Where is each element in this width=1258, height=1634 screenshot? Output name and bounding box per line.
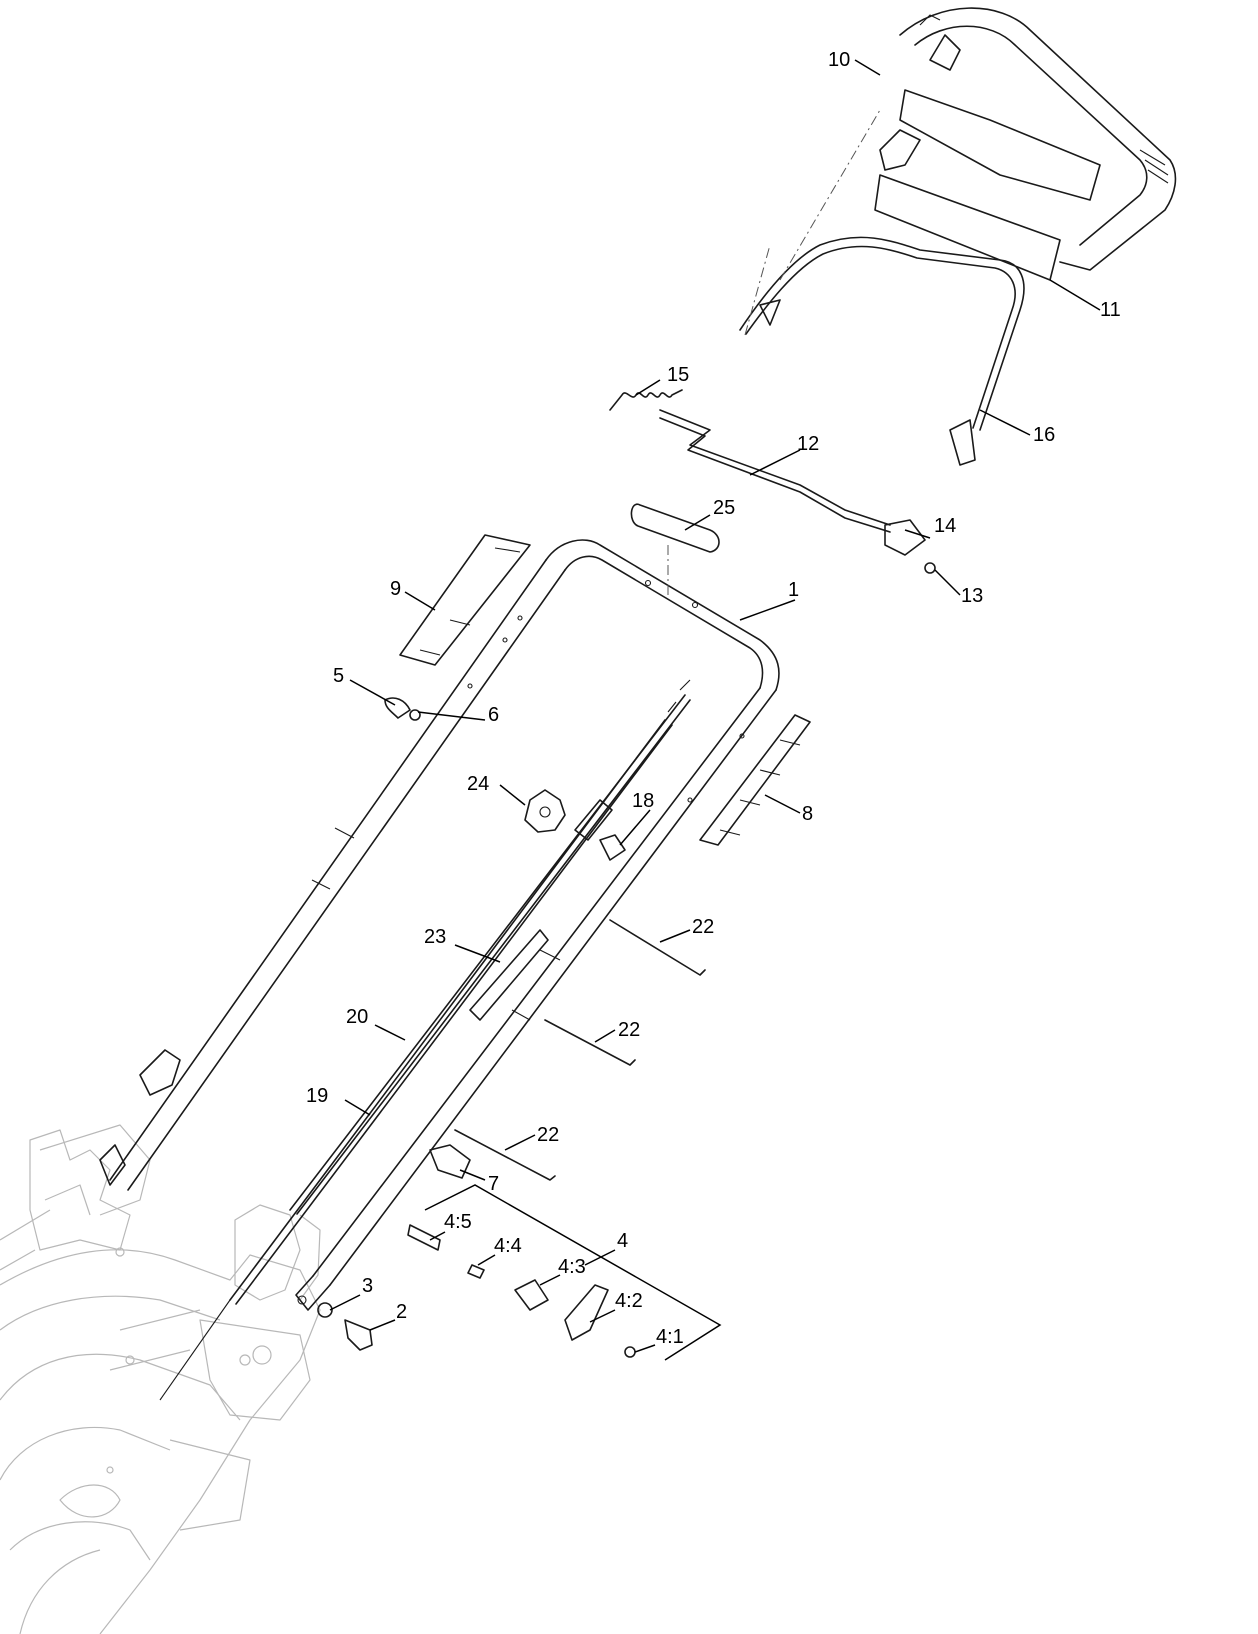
callout-23: 23 bbox=[424, 926, 446, 948]
callout-4-2: 4:2 bbox=[615, 1290, 643, 1312]
bail-part-16 bbox=[739, 109, 1025, 466]
callout-18: 18 bbox=[632, 790, 654, 812]
callout-6: 6 bbox=[488, 704, 499, 726]
main-handle-part-1 bbox=[99, 539, 780, 1311]
washer-part-3 bbox=[317, 1302, 333, 1318]
callout-9: 9 bbox=[390, 578, 401, 600]
callout-4-3: 4:3 bbox=[558, 1256, 586, 1278]
spring-part-4-4 bbox=[467, 1264, 485, 1279]
cable-tie-part-22c bbox=[454, 1129, 556, 1181]
lever-part-4-2 bbox=[564, 1284, 609, 1341]
callout-labels: 1 2 3 4 4:1 4:2 4:3 4:4 4:5 5 6 7 8 9 10… bbox=[306, 49, 1121, 1348]
callout-13: 13 bbox=[961, 585, 983, 607]
bracket-part-18 bbox=[599, 834, 626, 861]
pin-part-4-5 bbox=[407, 1224, 441, 1251]
mower-deck-drawing bbox=[0, 1124, 321, 1634]
clip-part-5 bbox=[384, 697, 411, 719]
cap-part-4-1 bbox=[624, 1346, 636, 1358]
callout-24: 24 bbox=[467, 773, 489, 795]
callout-15: 15 bbox=[667, 364, 689, 386]
callout-20: 20 bbox=[346, 1006, 368, 1028]
callout-4-5: 4:5 bbox=[444, 1211, 472, 1233]
housing-part-4-3 bbox=[514, 1279, 549, 1311]
cable-tie-part-22b bbox=[544, 1019, 636, 1066]
callout-4-4: 4:4 bbox=[494, 1235, 522, 1257]
callout-10: 10 bbox=[828, 49, 850, 71]
rod-part-12 bbox=[659, 409, 891, 533]
callout-8: 8 bbox=[802, 803, 813, 825]
cable-tie-part-22a bbox=[609, 919, 706, 976]
callout-4: 4 bbox=[617, 1230, 628, 1252]
callout-4-1: 4:1 bbox=[656, 1326, 684, 1348]
leader-lines bbox=[329, 59, 1101, 1353]
kit-part-4 bbox=[407, 1184, 722, 1361]
bolt-part-2 bbox=[344, 1319, 373, 1351]
cables-19-20 bbox=[159, 679, 691, 1401]
callout-1: 1 bbox=[788, 579, 799, 601]
callout-14: 14 bbox=[934, 515, 956, 537]
decal-part-23 bbox=[469, 929, 549, 1021]
grip-part-25 bbox=[630, 503, 720, 595]
callout-12: 12 bbox=[797, 433, 819, 455]
callout-22c: 22 bbox=[537, 1124, 559, 1146]
washer-part-13 bbox=[924, 562, 936, 574]
callout-2: 2 bbox=[396, 1301, 407, 1323]
knob-part-24 bbox=[524, 789, 566, 833]
guide-part-8 bbox=[699, 714, 811, 846]
guide-part-9 bbox=[399, 534, 531, 666]
callout-22b: 22 bbox=[618, 1019, 640, 1041]
callout-7: 7 bbox=[488, 1173, 499, 1195]
callout-22a: 22 bbox=[692, 916, 714, 938]
callout-11: 11 bbox=[1100, 299, 1121, 321]
callout-5: 5 bbox=[333, 665, 344, 687]
callout-19: 19 bbox=[306, 1085, 328, 1107]
callout-16: 16 bbox=[1033, 424, 1055, 446]
nut-part-6 bbox=[409, 709, 421, 721]
clip-part-7 bbox=[429, 1144, 471, 1179]
spring-part-15 bbox=[609, 389, 683, 411]
callout-25: 25 bbox=[713, 497, 735, 519]
fitting-part-14 bbox=[884, 519, 926, 556]
upper-handle-part-10 bbox=[879, 7, 1177, 271]
callout-3: 3 bbox=[362, 1275, 373, 1297]
